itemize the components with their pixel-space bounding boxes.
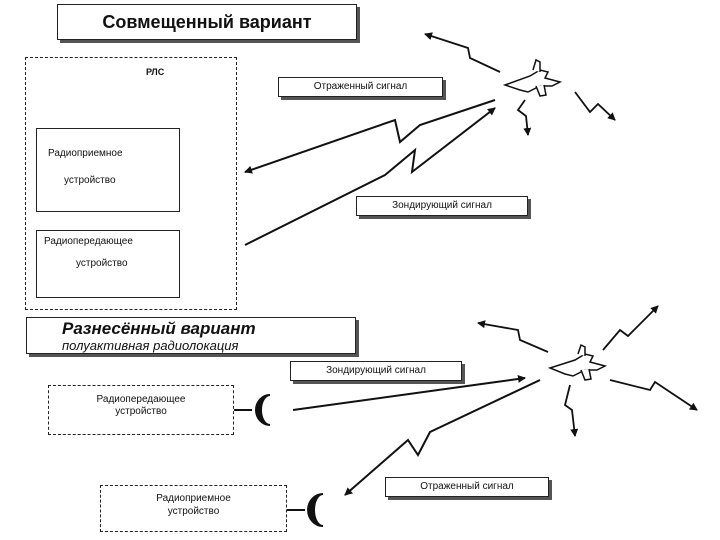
probing-signal-label: Зондирующий сигнал: [392, 200, 492, 211]
separated-receiver-antenna-icon: [287, 493, 324, 527]
aircraft-icon-2: [547, 343, 608, 381]
separated-transmitter-label-line2: устройство: [115, 406, 167, 417]
separated-title-box: [26, 317, 356, 354]
transmitter-label-line2: устройство: [76, 258, 128, 269]
separated-receiver-label-line1: Радиоприемное: [156, 493, 231, 504]
receiver-box: [36, 128, 180, 212]
combined-title: Совмещенный вариант: [102, 12, 312, 32]
separated-probing-signal-label-box: [290, 361, 462, 381]
separated-transmitter-box: [48, 385, 234, 435]
separated-probing-signal-arrow: [292, 374, 526, 411]
separated-title: Разнесённый вариант: [62, 319, 256, 338]
reflected-signal-label-box: [278, 77, 443, 97]
radar-label: РЛС: [146, 67, 165, 77]
scattered-reflection-arrows: [424, 32, 616, 136]
separated-reflected-signal-label-box: [385, 477, 549, 497]
aircraft-icon: [502, 58, 563, 97]
probing-signal-arrow: [244, 107, 496, 246]
transmitter-box: [36, 230, 180, 298]
separated-probing-signal-label: Зондирующий сигнал: [326, 365, 426, 376]
separated-receiver-box: [100, 485, 287, 532]
separated-receiver-label-line2: устройство: [167, 506, 220, 517]
receiver-label-line2: устройство: [64, 175, 116, 186]
reflected-signal-arrow: [244, 99, 496, 174]
combined-title-box: [57, 4, 357, 40]
reflected-signal-label: Отраженный сигнал: [313, 81, 408, 92]
separated-subtitle: полуактивная радиолокация: [62, 338, 239, 353]
separated-scattered-reflection-arrows: [477, 305, 698, 437]
transmitter-label-line1: Радиопередающее: [44, 236, 133, 247]
receiver-label-line1: Радиоприемное: [48, 148, 123, 159]
probing-signal-label-box: [356, 196, 528, 216]
separated-reflected-signal-arrow: [344, 379, 541, 496]
separated-transmitter-antenna-icon: [234, 394, 271, 426]
separated-transmitter-label-line1: Радиопередающее: [96, 394, 186, 405]
separated-reflected-signal-label: Отраженный сигнал: [420, 481, 514, 492]
